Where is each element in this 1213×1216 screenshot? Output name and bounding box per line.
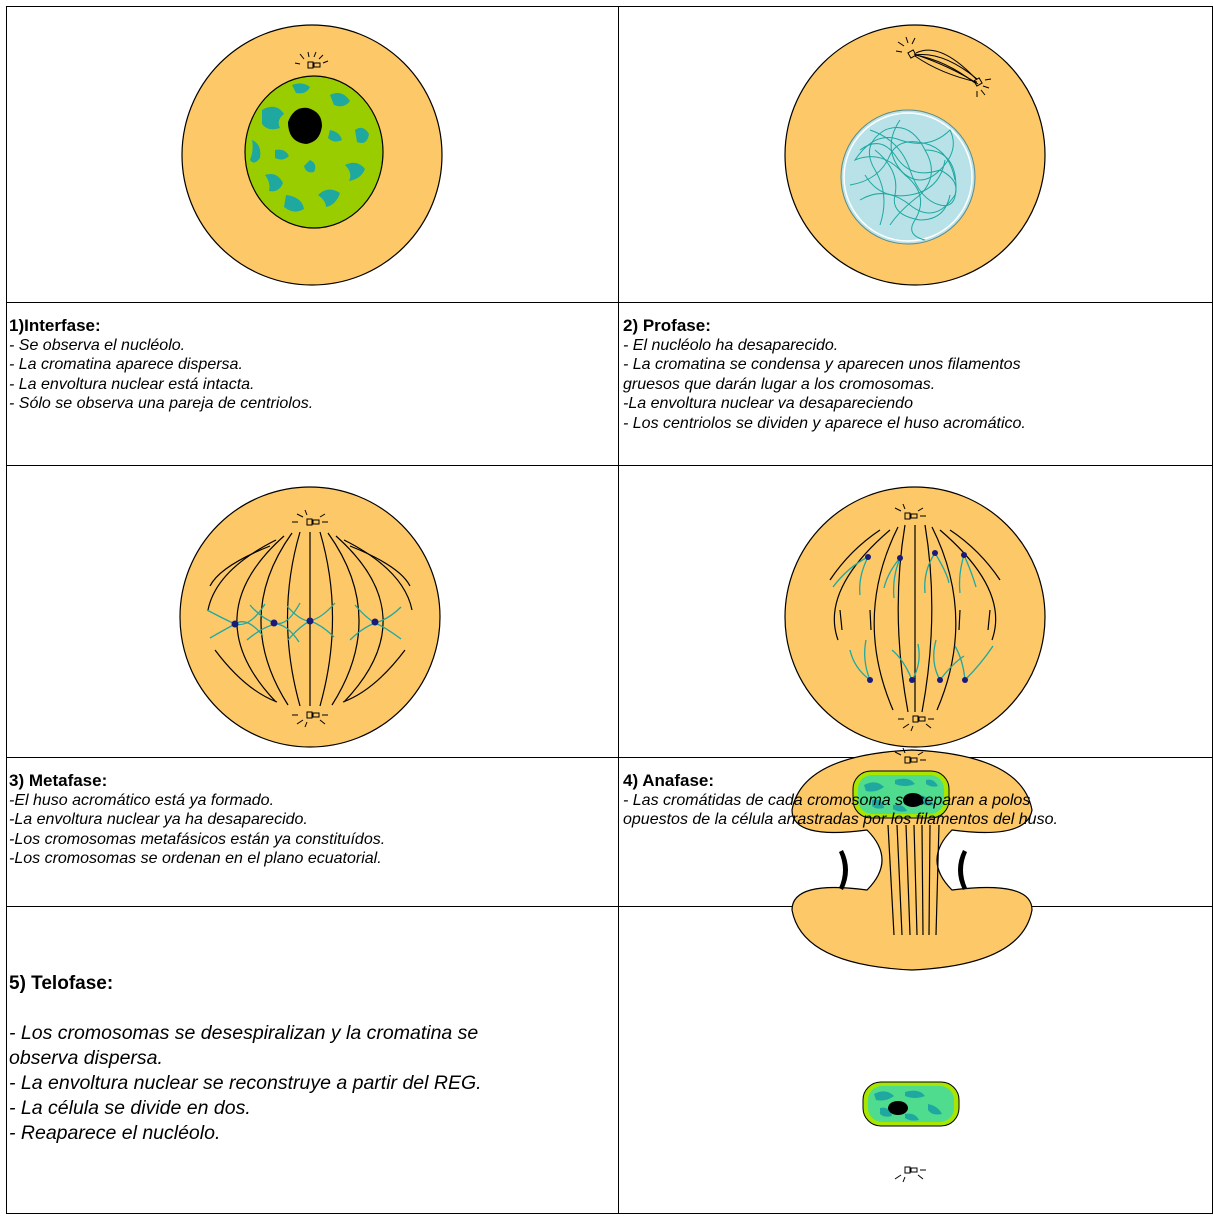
phase-description-interphase: 1)Interfase: - Se observa el nucléolo. -…: [9, 316, 313, 414]
phase-line: gruesos que darán lugar a los cromosomas…: [623, 375, 1026, 395]
phase-line: -Los cromosomas metafásicos están ya con…: [9, 830, 385, 850]
phase-title: 3) Metafase:: [9, 771, 385, 791]
phase-description-metaphase: 3) Metafase: -El huso acromático está ya…: [9, 771, 385, 869]
phase-line: - La célula se divide en dos.: [9, 1096, 482, 1121]
phase-title: 5) Telofase:: [9, 971, 482, 996]
phase-line: -La envoltura nuclear va desapareciendo: [623, 394, 1026, 414]
phase-spacer: [9, 996, 482, 1021]
phase-line: - Los centriolos se dividen y aparece el…: [623, 414, 1026, 434]
phase-line: - Las cromátidas de cada cromosoma se se…: [623, 791, 1058, 811]
phase-title: 2) Profase:: [623, 316, 1026, 336]
phase-line: -La envoltura nuclear ya ha desaparecido…: [9, 810, 385, 830]
phase-description-prophase: 2) Profase: - El nucléolo ha desaparecid…: [623, 316, 1026, 433]
phase-line: -Los cromosomas se ordenan en el plano e…: [9, 849, 385, 869]
phase-line: observa dispersa.: [9, 1046, 482, 1071]
phase-line: opuestos de la célula arrastradas por lo…: [623, 810, 1058, 830]
phase-line: - El nucléolo ha desaparecido.: [623, 336, 1026, 356]
phase-line: -El huso acromático está ya formado.: [9, 791, 385, 811]
phase-line: - La envoltura nuclear está intacta.: [9, 375, 313, 395]
phase-line: - La envoltura nuclear se reconstruye a …: [9, 1071, 482, 1096]
phase-line: - Los cromosomas se desespiralizan y la …: [9, 1021, 482, 1046]
phase-title: 4) Anafase:: [623, 771, 1058, 791]
phase-line: - Sólo se observa una pareja de centriol…: [9, 394, 313, 414]
phase-line: - La cromatina aparece dispersa.: [9, 355, 313, 375]
phase-line: - Reaparece el nucléolo.: [9, 1121, 482, 1146]
phase-line: - Se observa el nucléolo.: [9, 336, 313, 356]
phase-title: 1)Interfase:: [9, 316, 313, 336]
phase-description-telophase: 5) Telofase: - Los cromosomas se desespi…: [9, 971, 482, 1146]
phase-line: - La cromatina se condensa y aparecen un…: [623, 355, 1026, 375]
phase-description-anaphase: 4) Anafase: - Las cromátidas de cada cro…: [623, 771, 1058, 830]
